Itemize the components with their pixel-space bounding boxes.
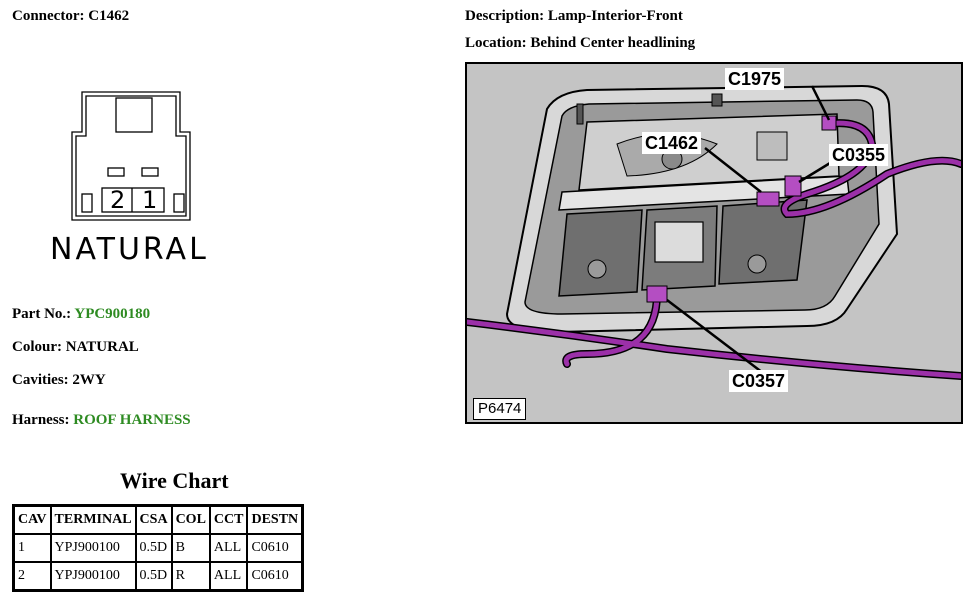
harness-line: Harness: ROOF HARNESS (12, 412, 191, 429)
part-number-link[interactable]: YPC900180 (74, 306, 151, 322)
table-row: 2 YPJ900100 0.5D R ALL C0610 (12, 561, 304, 592)
header-csa: CSA (134, 504, 173, 535)
connector-colour-text: NATURAL (50, 232, 209, 267)
cell-col: R (170, 561, 211, 592)
location-photo: C1975 C1462 C0355 C0357 P6474 (465, 62, 963, 424)
cell-destn: C0610 (246, 561, 304, 592)
connector-face-icon (71, 91, 191, 221)
description-value: Lamp-Interior-Front (547, 8, 683, 24)
connector-label: Connector: (12, 8, 85, 24)
cell-cct: ALL (208, 561, 249, 592)
description-line: Description: Lamp-Interior-Front (465, 8, 683, 25)
part-label: Part No.: (12, 306, 72, 322)
cell-terminal: YPJ900100 (49, 561, 137, 592)
header-terminal: TERMINAL (49, 504, 137, 535)
wire-chart: CAV TERMINAL CSA COL CCT DESTN 1 YPJ9001… (12, 504, 305, 592)
cavities-value: 2WY (72, 372, 106, 388)
lamp-assembly-illustration (467, 84, 961, 380)
cavities-line: Cavities: 2WY (12, 372, 106, 389)
cell-csa: 0.5D (134, 533, 173, 563)
wire-chart-table: CAV TERMINAL CSA COL CCT DESTN 1 YPJ9001… (12, 504, 305, 592)
connector-id: C1462 (88, 8, 130, 24)
pin-1-label: 1 (142, 186, 161, 214)
location-value: Behind Center headlining (530, 35, 696, 51)
header-col: COL (170, 504, 211, 535)
wire-chart-title: Wire Chart (120, 468, 229, 493)
wire-chart-header-row: CAV TERMINAL CSA COL CCT DESTN (12, 504, 304, 535)
cell-terminal: YPJ900100 (49, 533, 137, 563)
cell-cav: 1 (12, 533, 52, 563)
table-row: 1 YPJ900100 0.5D B ALL C0610 (12, 533, 304, 563)
harness-label: Harness: (12, 412, 70, 428)
callout-c1975: C1975 (725, 68, 785, 90)
cell-col: B (170, 533, 211, 563)
callout-c1462: C1462 (642, 132, 702, 154)
location-label: Location: (465, 35, 527, 51)
cell-destn: C0610 (246, 533, 304, 563)
colour-line: Colour: NATURAL (12, 339, 139, 356)
cell-csa: 0.5D (134, 561, 173, 592)
callout-c0355: C0355 (829, 144, 889, 166)
harness-link[interactable]: ROOF HARNESS (73, 412, 191, 428)
colour-label: Colour: (12, 339, 62, 355)
callout-c0357: C0357 (729, 370, 789, 392)
header-cav: CAV (12, 504, 52, 535)
cell-cav: 2 (12, 561, 52, 592)
location-line: Location: Behind Center headlining (465, 35, 695, 52)
cell-cct: ALL (208, 533, 249, 563)
description-label: Description: (465, 8, 545, 24)
header-destn: DESTN (246, 504, 304, 535)
header-cct: CCT (208, 504, 249, 535)
photo-code: P6474 (473, 398, 527, 420)
part-line: Part No.: YPC900180 (12, 306, 150, 323)
cavities-label: Cavities: (12, 372, 69, 388)
connector-line: Connector: C1462 (12, 8, 129, 25)
colour-value: NATURAL (65, 339, 139, 355)
connector-face-drawing: 2 1 (68, 90, 198, 225)
pin-2-label: 2 (110, 186, 129, 214)
